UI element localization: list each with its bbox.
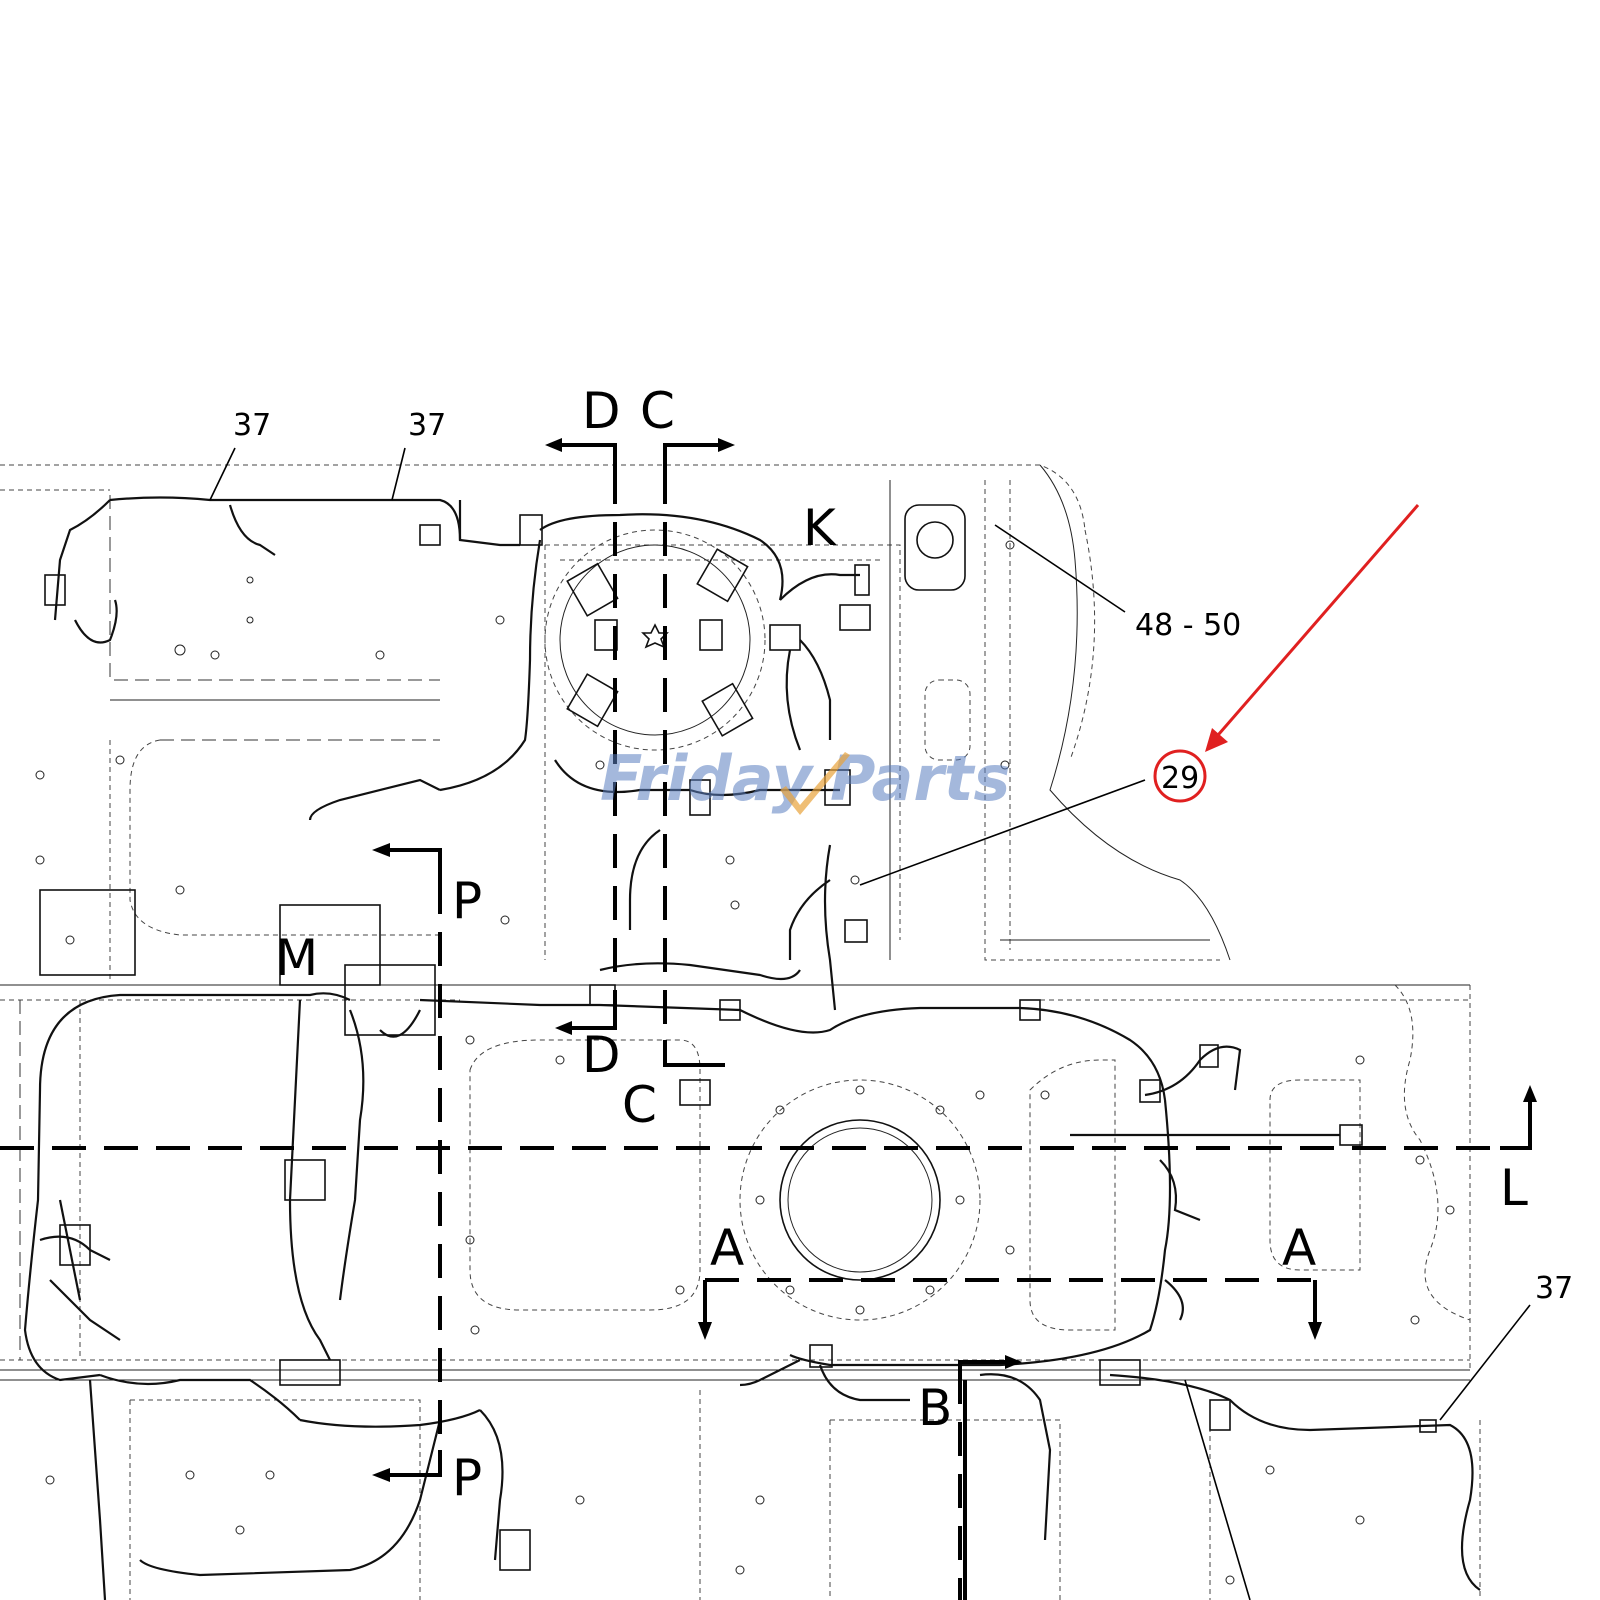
flange-bore: [779, 1119, 941, 1281]
access-port-upper: [904, 504, 966, 591]
access-port-lower: [924, 679, 971, 761]
watermark-friday: Friday: [600, 742, 815, 815]
section-marker-k: K: [803, 499, 837, 557]
highlight-annotation: [1153, 504, 1420, 803]
callout-29: 29: [1161, 761, 1199, 796]
arrow-head-icon: [1205, 728, 1228, 752]
watermark-check-icon: [780, 752, 850, 815]
section-marker-p-bottom: P: [452, 1449, 482, 1507]
callout-37-left: 37: [233, 408, 271, 443]
harness-connectors: [39, 514, 1437, 1571]
section-marker-d-bottom: D: [582, 1026, 621, 1084]
section-marker-d-top: D: [582, 382, 621, 440]
callout-37-right: 37: [1535, 1271, 1573, 1306]
section-marker-c-top: C: [640, 382, 675, 440]
chassis-outline: [0, 464, 1481, 1600]
port-circle: [916, 521, 954, 559]
section-marker-a-right: A: [1282, 1219, 1316, 1277]
section-markers: D C K P M D C L A A B P: [275, 382, 1528, 1507]
highlight-circle: [1153, 749, 1207, 803]
swing-bearing-assembly: [544, 529, 766, 751]
section-marker-m: M: [275, 929, 318, 987]
watermark-parts: Parts: [830, 742, 1010, 815]
section-marker-c-bottom: C: [622, 1076, 657, 1134]
callout-37-center: 37: [408, 408, 446, 443]
section-marker-b: B: [918, 1379, 952, 1437]
section-lines: [0, 438, 1537, 1600]
watermark: Friday Parts: [600, 742, 1010, 815]
highlight-arrow: [1210, 504, 1420, 743]
callouts: 37 37 37 48 - 50 29: [209, 408, 1573, 1600]
section-marker-l: L: [1500, 1159, 1528, 1217]
section-marker-a-left: A: [710, 1219, 744, 1277]
flange-ring: [739, 1079, 981, 1321]
wiring-harness: [23, 496, 1481, 1600]
callout-48-50: 48 - 50: [1135, 608, 1241, 643]
frame-cutout-left: [469, 1039, 701, 1311]
bolt-holes: [35, 540, 1455, 1585]
frame-cutout-right: [1029, 1059, 1116, 1331]
section-marker-p-top: P: [452, 872, 482, 930]
